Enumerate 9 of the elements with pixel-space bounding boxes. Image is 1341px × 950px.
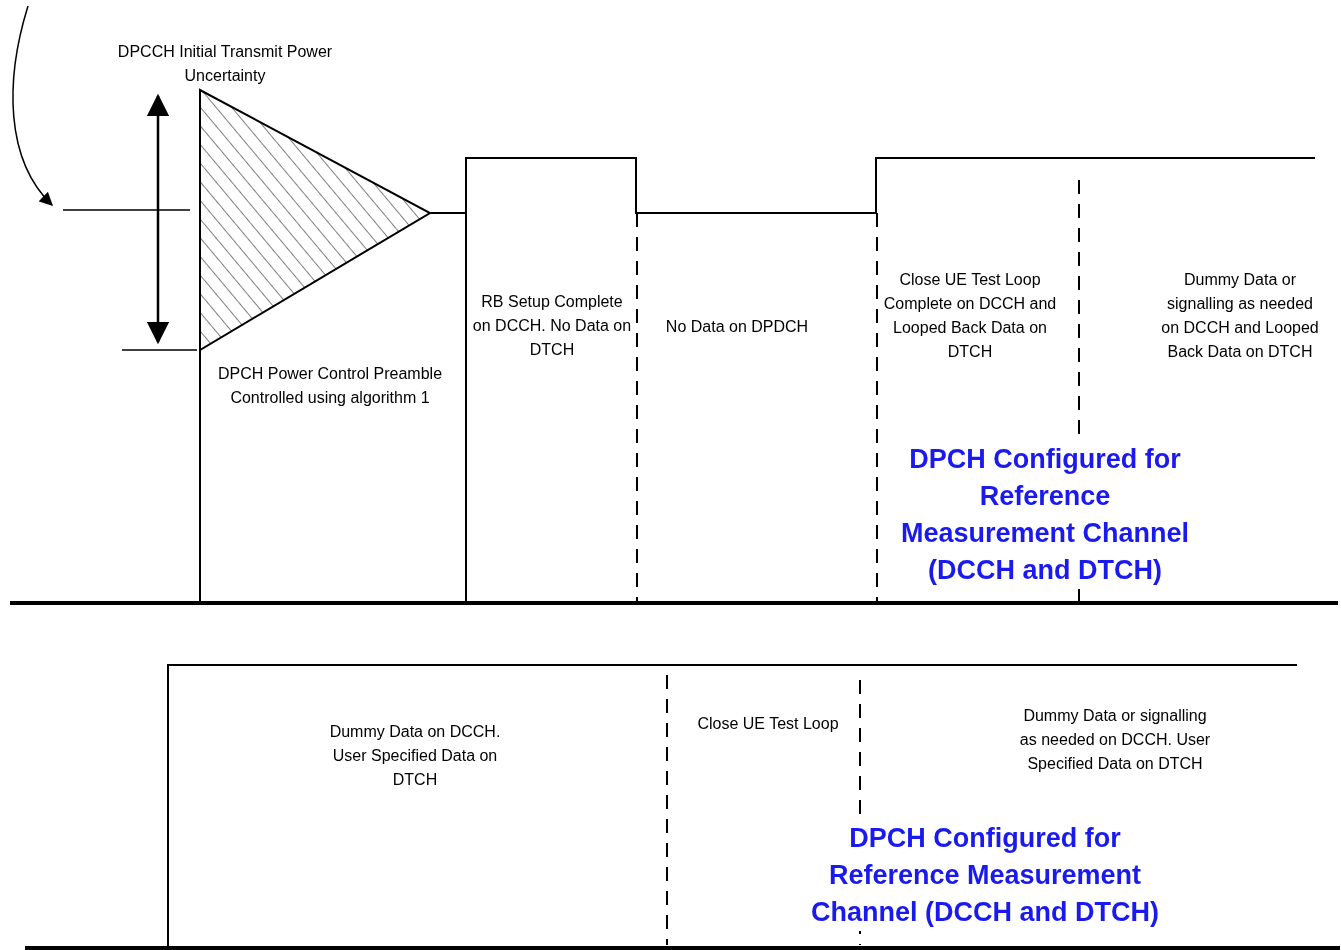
annotation-text: DPCCH Initial Transmit Power Uncertainty (116, 42, 334, 86)
annotation-text: No Data on DPDCH (664, 317, 810, 337)
annotation-text: RB Setup Complete on DCCH. No Data on DTCH (472, 292, 632, 360)
annotation-text: DPCH Power Control Preamble Controlled using algorithm 1 (216, 364, 444, 408)
annotation-text: Close UE Test Loop Complete on DCCH and Looped Back Data on DTCH (882, 270, 1058, 362)
annotation-text: Dummy Data or signalling as needed on DCCH and Looped Back Data on DTCH (1160, 270, 1320, 362)
annotation-text: Dummy Data or signalling as needed on DCCH. User Specified Data on DTCH (1018, 706, 1212, 774)
annotation-text: Close UE Test Loop (696, 714, 840, 734)
annotation-text: Dummy Data on DCCH. User Specified Data on DTCH (328, 722, 502, 790)
